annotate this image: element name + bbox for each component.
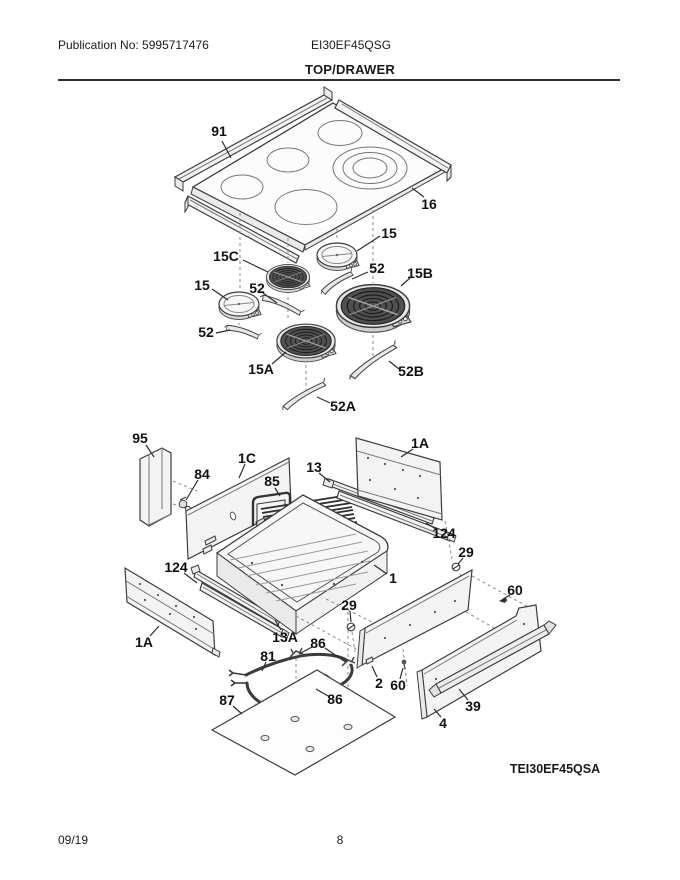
part-label-13A: 13A bbox=[272, 629, 298, 645]
part-label-86-top: 86 bbox=[310, 635, 326, 651]
bracket-52B bbox=[344, 339, 402, 382]
part-label-60-right: 60 bbox=[507, 582, 523, 598]
element-15B bbox=[335, 283, 412, 333]
part-label-1C: 1C bbox=[238, 450, 256, 466]
part-label-84: 84 bbox=[194, 466, 210, 482]
page-title: TOP/DRAWER bbox=[305, 62, 395, 77]
part-label-15-right: 15 bbox=[381, 225, 397, 241]
bracket-95 bbox=[139, 447, 172, 527]
part-label-52A: 52A bbox=[330, 398, 356, 414]
drawer-diagram: 95 1C 84 85 13 1A 124 124 29 1 29 13A 60… bbox=[124, 430, 557, 776]
part-label-4: 4 bbox=[439, 715, 447, 731]
publication-number: Publication No: 5995717476 bbox=[58, 38, 209, 52]
footer-date: 09/19 bbox=[58, 833, 89, 847]
leader-lines-top bbox=[211, 140, 425, 404]
part-label-15A: 15A bbox=[248, 361, 274, 377]
cooktop-diagram: 91 16 15 15C 52 15B 15 52 52 15A 52B 52A bbox=[173, 86, 452, 414]
part-label-85: 85 bbox=[264, 473, 280, 489]
screw-29-left bbox=[346, 622, 356, 632]
part-label-91: 91 bbox=[211, 123, 227, 139]
element-15A bbox=[276, 323, 337, 363]
part-label-15C: 15C bbox=[213, 248, 239, 264]
bracket-52-left bbox=[223, 317, 263, 345]
screw-60-right bbox=[499, 594, 511, 603]
part-label-81: 81 bbox=[260, 648, 276, 664]
part-label-60-left: 60 bbox=[390, 677, 406, 693]
screw-60-left bbox=[401, 659, 407, 670]
part-label-52-top: 52 bbox=[369, 260, 385, 276]
leader-lines-drawer bbox=[145, 444, 469, 718]
part-label-13: 13 bbox=[306, 459, 322, 475]
side-panel-1A-left bbox=[124, 566, 221, 658]
diagram-model-code: TEI30EF45QSA bbox=[509, 762, 601, 776]
part-label-39: 39 bbox=[465, 698, 481, 714]
part-label-52B: 52B bbox=[398, 363, 424, 379]
element-15-left bbox=[218, 291, 262, 321]
part-label-15-left: 15 bbox=[194, 277, 210, 293]
part-label-2: 2 bbox=[375, 675, 383, 691]
trim-rail-91 bbox=[173, 86, 334, 192]
burner-outlines bbox=[220, 120, 408, 225]
part-label-29-left: 29 bbox=[341, 597, 357, 613]
part-label-29-right: 29 bbox=[458, 544, 474, 560]
trim-rail-front bbox=[184, 195, 300, 264]
part-label-1A-left: 1A bbox=[135, 634, 153, 650]
labels-drawer: 95 1C 84 85 13 1A 124 124 29 1 29 13A 60… bbox=[132, 430, 523, 731]
side-panel-1A-right bbox=[355, 437, 443, 521]
part-label-124-left: 124 bbox=[164, 559, 188, 575]
part-label-95: 95 bbox=[132, 430, 148, 446]
bracket-52A bbox=[277, 377, 331, 413]
bracket-52-mid bbox=[258, 287, 306, 322]
part-label-16: 16 bbox=[421, 196, 437, 212]
clip-86-right bbox=[341, 656, 356, 667]
element-15-right bbox=[316, 242, 360, 272]
part-label-52-mid: 52 bbox=[249, 280, 265, 296]
part-label-124-right: 124 bbox=[432, 525, 456, 541]
part-label-1: 1 bbox=[389, 570, 397, 586]
part-label-87: 87 bbox=[219, 692, 235, 708]
slide-rail-13A bbox=[199, 582, 290, 639]
footer-page-number: 8 bbox=[336, 833, 344, 847]
handle-39 bbox=[428, 620, 557, 698]
title-rule bbox=[58, 79, 620, 81]
part-label-86-bottom: 86 bbox=[327, 691, 343, 707]
support-rail-124-left bbox=[190, 564, 281, 627]
part-label-52-left: 52 bbox=[198, 324, 214, 340]
model-number: EI30EF45QSG bbox=[311, 38, 392, 52]
inner-front-panel-2 bbox=[356, 568, 473, 669]
support-rail-124-right bbox=[336, 490, 457, 543]
drawer-pan-1 bbox=[215, 494, 389, 635]
bottom-panel-87 bbox=[210, 669, 397, 776]
element-15C bbox=[265, 263, 311, 293]
trim-rail-16 bbox=[334, 99, 452, 183]
part-label-1A-right: 1A bbox=[411, 435, 429, 451]
labels-top: 91 16 15 15C 52 15B 15 52 52 15A 52B 52A bbox=[194, 123, 437, 414]
part-label-15B: 15B bbox=[407, 265, 433, 281]
screw-29-right bbox=[451, 562, 461, 572]
